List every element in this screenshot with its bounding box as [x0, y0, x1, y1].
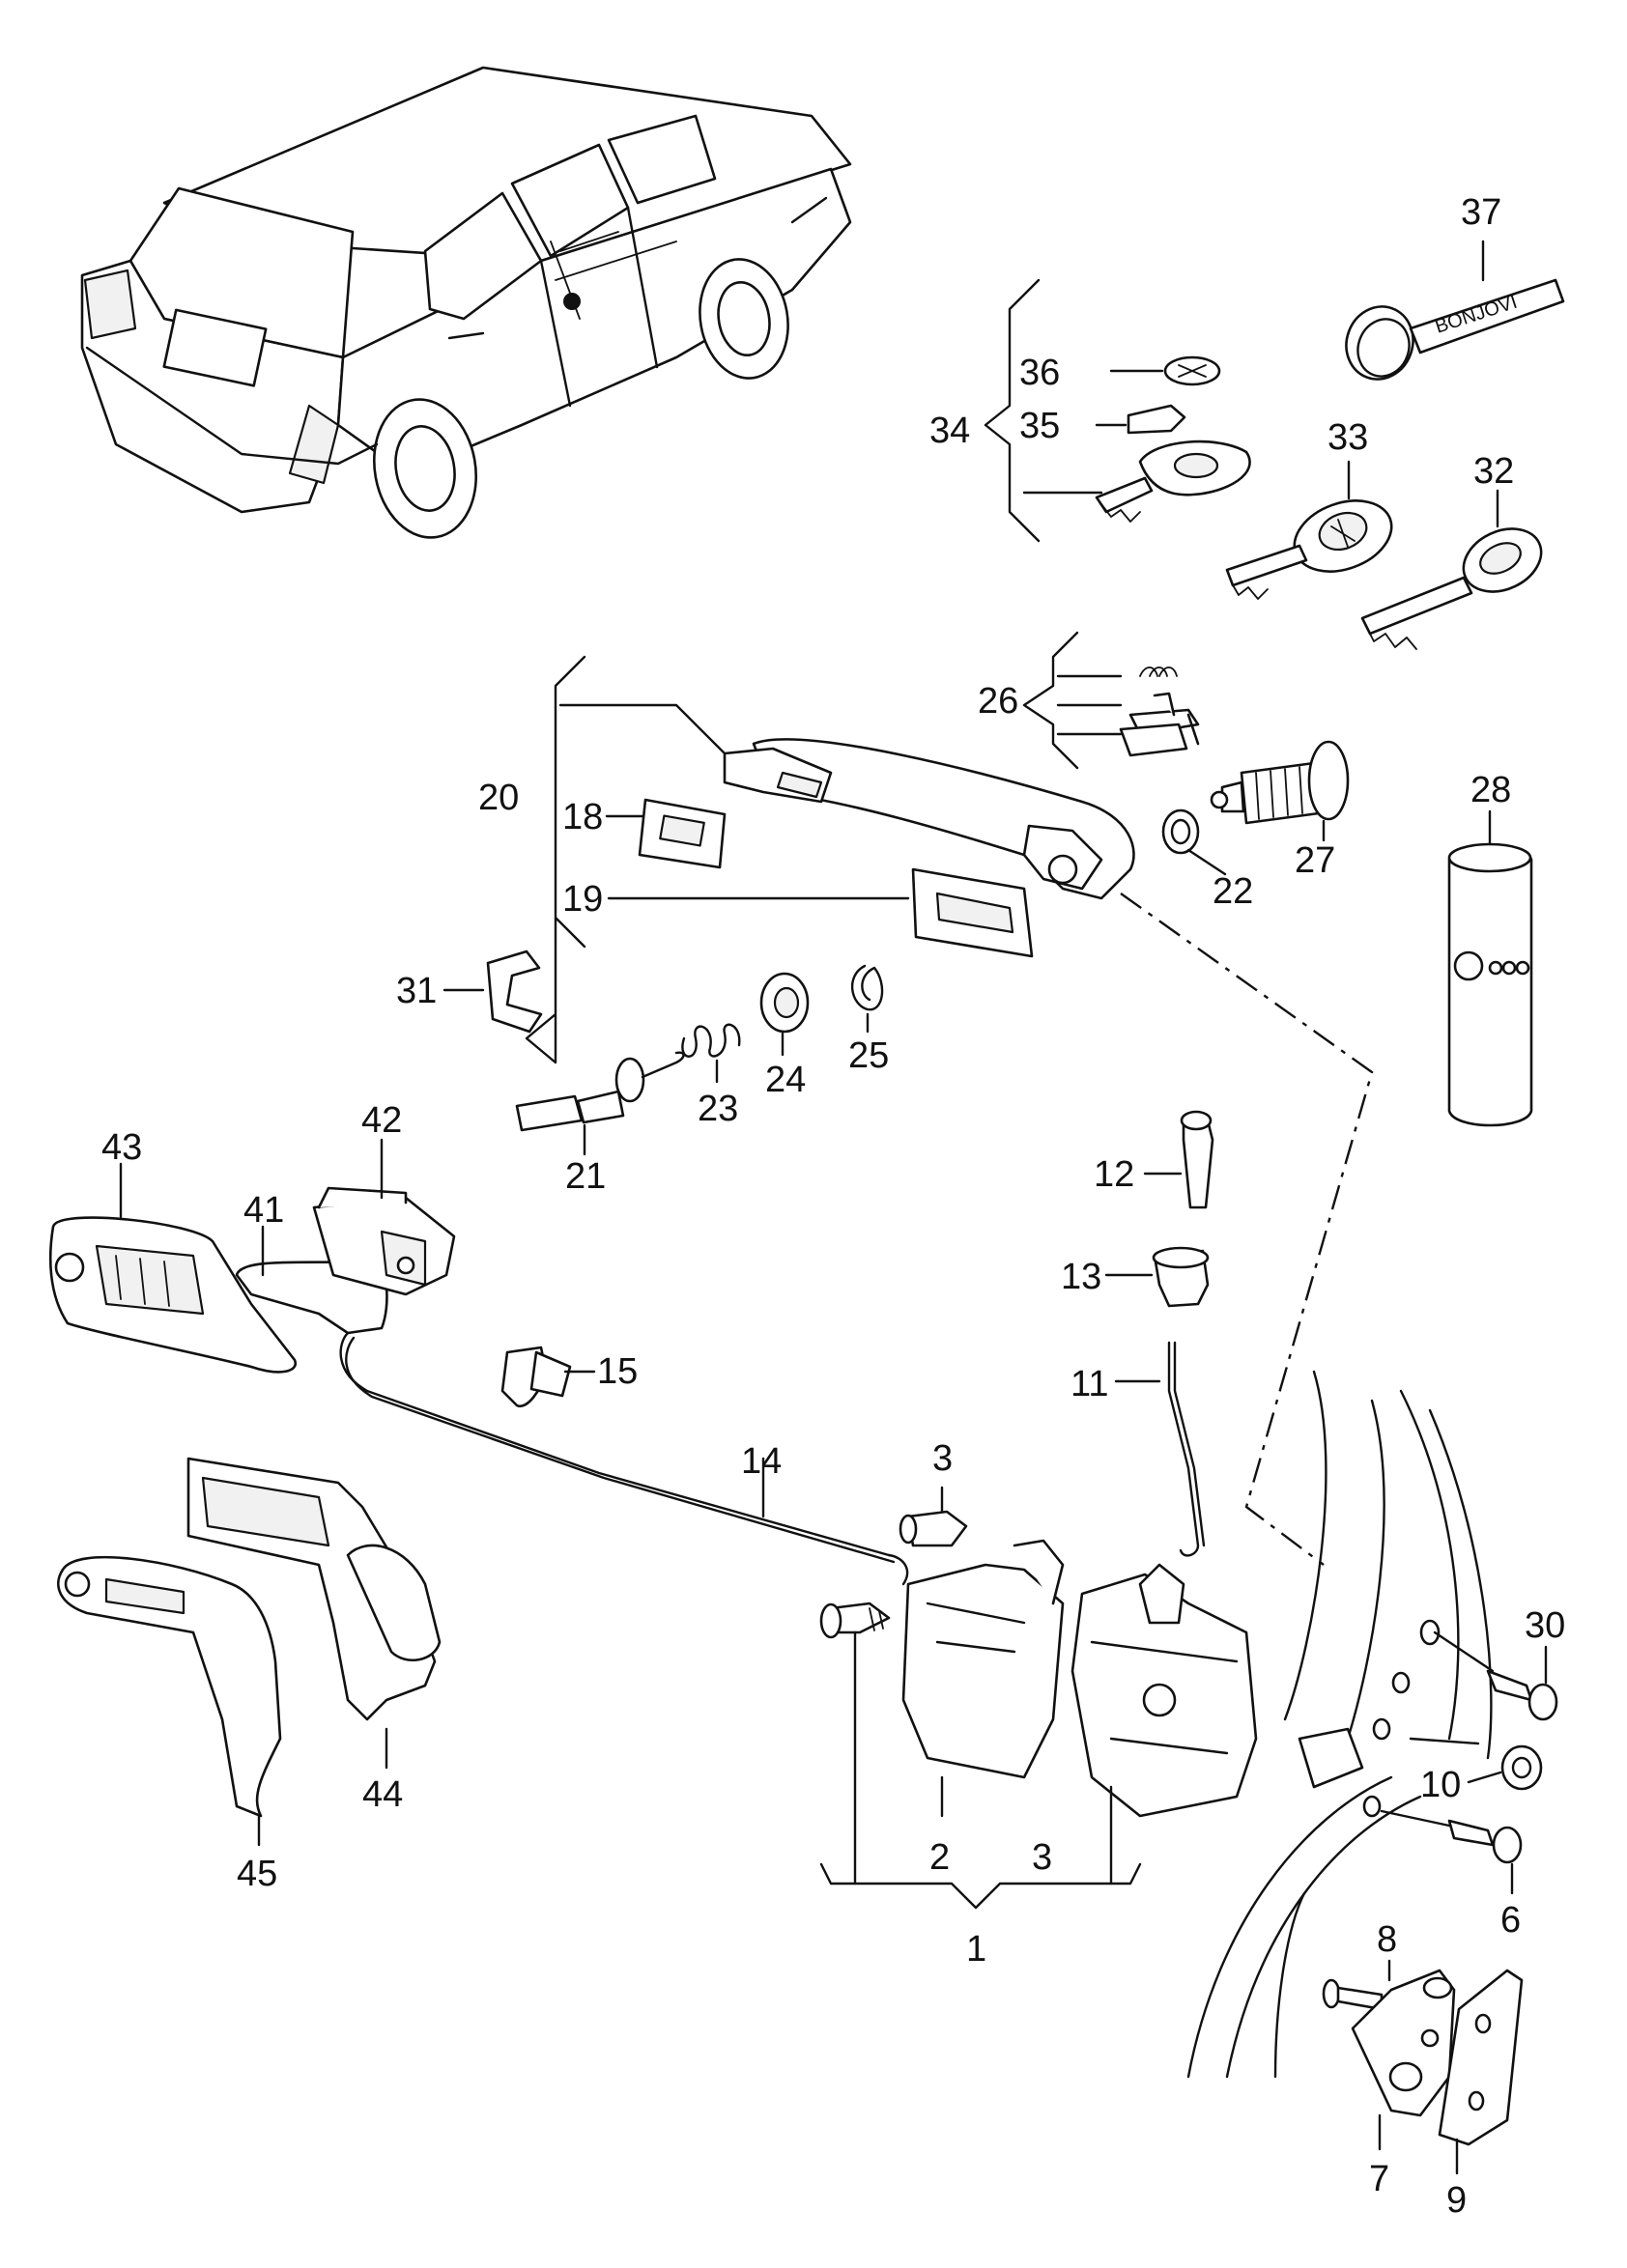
car-illustration [80, 66, 852, 539]
label-43: 43 [101, 1127, 142, 1168]
label-36: 36 [1019, 353, 1060, 393]
label-3-lock: 3 [1032, 1837, 1052, 1878]
label-27: 27 [1295, 840, 1335, 881]
label-12: 12 [1094, 1154, 1134, 1195]
label-8: 8 [1377, 1919, 1397, 1960]
label-42: 42 [361, 1100, 402, 1141]
label-11: 11 [1070, 1364, 1108, 1404]
brace-26 [1022, 631, 1079, 770]
inner-handle-group [48, 1138, 909, 1586]
brace-34 [984, 278, 1041, 543]
label-20: 20 [478, 778, 519, 818]
lock-assembly [819, 1110, 1258, 1910]
label-25: 25 [848, 1035, 889, 1076]
door-pillar-group [1186, 1370, 1558, 2175]
label-32: 32 [1473, 451, 1514, 492]
label-33: 33 [1327, 417, 1368, 458]
label-18: 18 [562, 797, 603, 837]
label-34: 34 [929, 411, 970, 451]
label-21: 21 [565, 1156, 606, 1197]
label-1: 1 [966, 1929, 986, 1970]
label-24: 24 [765, 1060, 806, 1100]
lock-cylinder-group [1022, 631, 1533, 1127]
label-22: 22 [1213, 871, 1253, 912]
label-45: 45 [237, 1854, 277, 1894]
label-41: 41 [243, 1190, 284, 1231]
key-parts-group: BONJOVI [984, 240, 1565, 650]
outer-handle-group [525, 655, 1374, 1566]
label-35: 35 [1019, 406, 1060, 446]
label-26: 26 [978, 681, 1018, 722]
label-28: 28 [1470, 770, 1511, 810]
label-14: 14 [741, 1441, 782, 1482]
label-31: 31 [396, 971, 437, 1011]
label-13: 13 [1061, 1257, 1101, 1297]
label-37: 37 [1461, 192, 1501, 233]
label-19: 19 [562, 879, 603, 920]
label-30: 30 [1525, 1605, 1565, 1646]
label-6: 6 [1500, 1900, 1521, 1941]
cylinder-small-parts [442, 950, 884, 1156]
part-number-labels: 1 2 3 3 6 7 8 9 10 11 12 13 14 15 18 19 … [101, 192, 1565, 2221]
label-23: 23 [698, 1089, 738, 1129]
inner-handle-variants [57, 1457, 442, 1847]
label-10: 10 [1420, 1765, 1461, 1805]
label-15: 15 [597, 1351, 638, 1392]
label-9: 9 [1446, 2180, 1467, 2221]
label-7: 7 [1369, 2159, 1389, 2199]
label-44: 44 [362, 1774, 403, 1815]
label-3: 3 [932, 1438, 953, 1479]
brace-20 [525, 655, 586, 1064]
label-2: 2 [929, 1837, 950, 1878]
